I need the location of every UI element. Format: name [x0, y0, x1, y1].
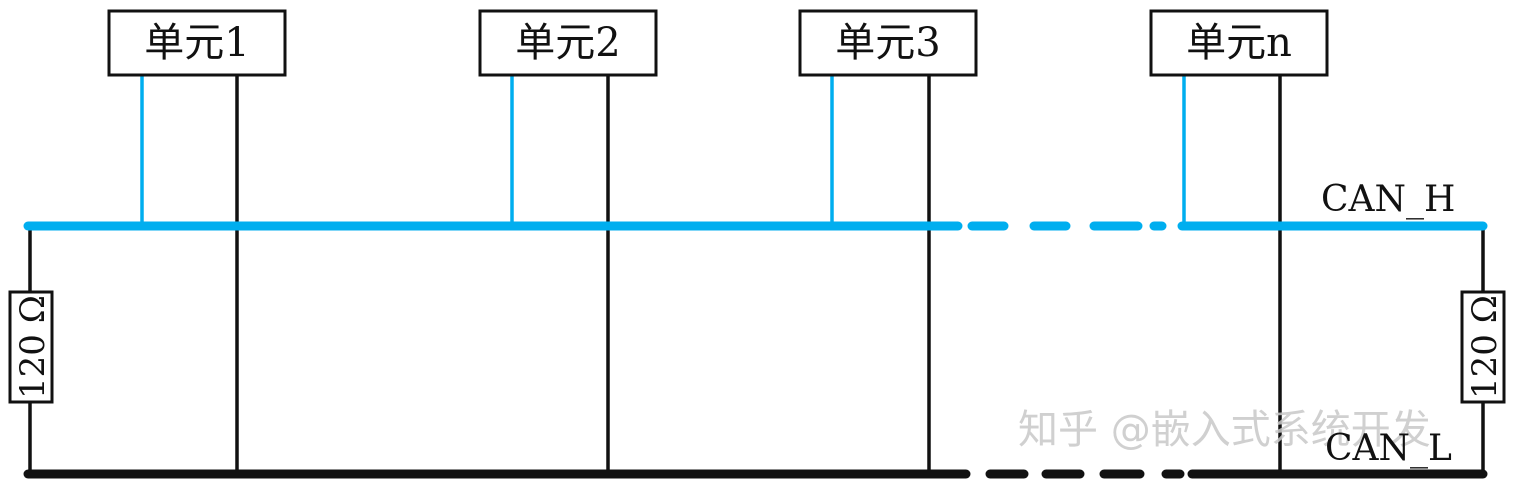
unit-n-label: 单元n — [1186, 20, 1292, 66]
right-resistor-body — [1460, 290, 1506, 404]
right-resistor-label: 120 Ω — [1465, 295, 1505, 399]
unit-n-node: 单元n — [1149, 9, 1329, 77]
unit-3-node: 单元3 — [798, 9, 978, 77]
unit-3-connections — [830, 75, 931, 474]
left-resistor-body — [8, 290, 54, 404]
left-resistor-label: 120 Ω — [13, 295, 53, 399]
unit-n-connections — [1182, 75, 1282, 474]
unit-2-box — [478, 9, 658, 77]
unit-2-connections — [510, 75, 610, 474]
unit-1-box — [107, 9, 287, 77]
can-high-label: CAN_H — [1321, 179, 1455, 220]
unit-n-box — [1149, 9, 1329, 77]
unit-2-node: 单元2 — [478, 9, 658, 77]
unit-3-box — [798, 9, 978, 77]
unit-1-connections — [140, 75, 239, 474]
unit-1-node: 单元1 — [107, 9, 287, 77]
unit-3-label: 单元3 — [835, 20, 940, 66]
right-termination-resistor: 120 Ω — [1460, 290, 1506, 404]
left-termination-resistor: 120 Ω — [8, 290, 54, 404]
can-low-label: CAN_L — [1325, 428, 1452, 469]
unit-1-label: 单元1 — [144, 20, 249, 66]
unit-2-label: 单元2 — [515, 20, 620, 66]
watermark-text: 知乎 @嵌入式系统开发 — [1018, 407, 1431, 453]
